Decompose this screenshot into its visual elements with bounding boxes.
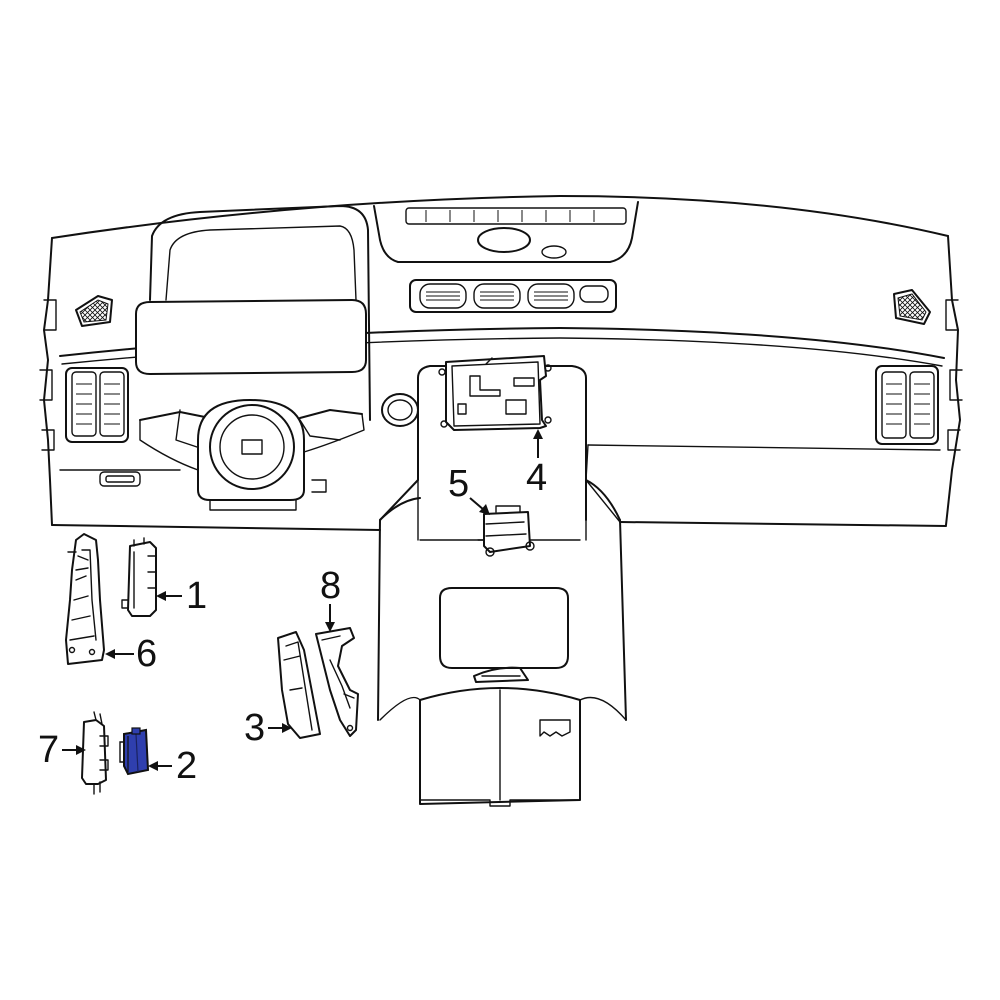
steering-column xyxy=(139,399,365,511)
center-console xyxy=(377,365,627,807)
callout-7-label: 7 xyxy=(38,729,59,771)
part-1-module xyxy=(121,537,157,617)
part-7-bracket xyxy=(81,711,109,795)
part-5-module xyxy=(477,505,535,557)
right-corner-vent xyxy=(893,289,931,325)
callout-5-label: 5 xyxy=(448,463,469,505)
callout-2-label: 2 xyxy=(176,745,197,787)
part-2-highlighted-module xyxy=(119,727,150,776)
center-stack xyxy=(373,201,639,427)
part-4-module xyxy=(438,355,552,431)
part-6-bracket xyxy=(65,533,105,665)
part-8-bracket xyxy=(315,627,359,737)
callout-8-label: 8 xyxy=(320,565,341,607)
right-side-vents xyxy=(875,365,939,445)
callout-1-label: 1 xyxy=(186,575,207,617)
callout-6-label: 6 xyxy=(136,633,157,675)
left-corner-vent xyxy=(75,295,113,327)
left-side-vents xyxy=(65,367,141,487)
callout-4-label: 4 xyxy=(526,457,547,499)
callout-3-label: 3 xyxy=(244,707,265,749)
part-3-trim xyxy=(277,631,321,739)
instrument-cluster xyxy=(135,205,371,421)
callout-arrows xyxy=(62,429,543,771)
